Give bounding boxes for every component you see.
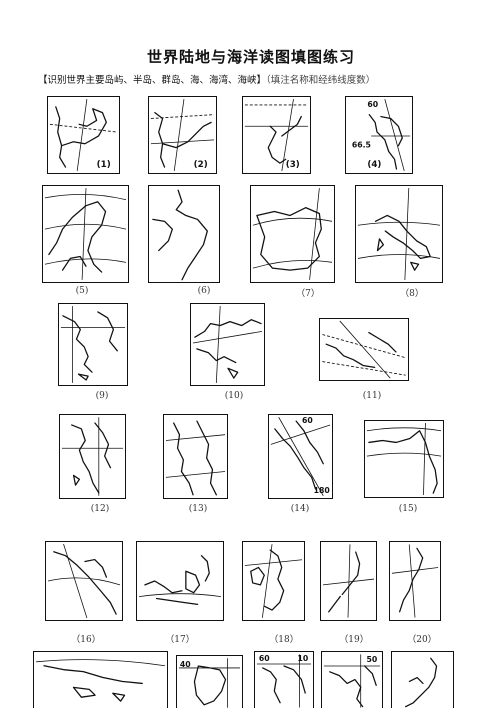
map-outline-15	[366, 422, 442, 496]
map-outline-18	[244, 544, 303, 618]
map-panel-6	[148, 185, 220, 283]
map-panel-21	[33, 651, 168, 708]
map-outline-6	[152, 189, 208, 281]
map-panel-19	[320, 541, 377, 621]
map-4-lat-bottom: 66.5	[352, 141, 371, 150]
map-panel-5	[42, 185, 129, 283]
map-panel-18	[242, 541, 305, 621]
instruction-hint: （填注名称和经纬线度数）	[266, 75, 376, 86]
map-4-lat-top: 60	[367, 100, 378, 109]
map-label-14: (14)	[290, 504, 310, 514]
map-label-18: （18）	[269, 635, 299, 645]
instruction-main: 【识别世界主要岛屿、半岛、群岛、海、海湾、海峡】	[38, 75, 267, 86]
map-outline-22: 40	[178, 658, 241, 708]
map-14-deg-bottom: 180	[314, 486, 331, 495]
map-outline-20	[391, 544, 439, 618]
map-label-13: (13)	[188, 504, 208, 514]
map-outline-4: 60 66.5 (4)	[352, 98, 411, 172]
map-outline-10	[192, 306, 263, 383]
map-outline-12	[61, 417, 124, 496]
map-outline-13	[165, 420, 226, 496]
map-panel-7	[250, 185, 335, 283]
map-label-3: (3)	[286, 160, 300, 170]
map-panel-10	[190, 303, 265, 386]
map-24-deg: 50	[367, 655, 378, 664]
map-label-7: （7）	[296, 289, 320, 299]
map-outline-25	[404, 657, 438, 708]
map-panel-20	[389, 541, 441, 621]
map-label-8: （8）	[400, 289, 424, 299]
map-outline-3: (3)	[244, 99, 309, 171]
map-outline-2: (2)	[150, 99, 215, 171]
map-panel-3: (3)	[242, 96, 311, 174]
map-outline-11	[322, 320, 406, 379]
map-label-15: (15)	[398, 504, 418, 514]
map-outline-9	[60, 306, 126, 383]
map-panel-15	[364, 420, 444, 498]
map-panel-25	[391, 651, 454, 708]
map-panel-13	[163, 414, 228, 499]
map-label-11: (11)	[362, 391, 382, 401]
map-label-1: (1)	[97, 160, 111, 170]
map-label-5: (5)	[75, 286, 89, 296]
map-outline-24: 50	[323, 654, 381, 708]
instruction-text: 【识别世界主要岛屿、半岛、群岛、海、海湾、海峡】（填注名称和经纬线度数）	[38, 72, 375, 86]
map-23-deg-a: 60	[259, 654, 270, 663]
page-title: 世界陆地与海洋读图填图练习	[146, 48, 355, 66]
map-label-19: （19）	[339, 635, 369, 645]
map-panel-24: 50	[321, 651, 383, 708]
map-panel-23: 60 10	[254, 651, 314, 708]
map-panel-22: 40	[176, 655, 243, 708]
map-panel-8	[355, 185, 443, 283]
map-outline-19	[322, 544, 375, 618]
map-panel-4: 60 66.5 (4)	[345, 96, 413, 174]
map-panel-11	[319, 318, 409, 381]
map-label-17: （17）	[165, 635, 195, 645]
map-label-4: (4)	[367, 160, 381, 170]
map-panel-12	[59, 414, 126, 499]
map-14-deg-top: 60	[302, 416, 313, 425]
map-23-deg-b: 10	[298, 654, 309, 663]
map-panel-2: (2)	[148, 96, 217, 174]
map-outline-1: (1)	[49, 98, 118, 172]
map-outline-7	[252, 188, 333, 280]
map-outline-17	[138, 555, 222, 606]
map-label-12: (12)	[90, 504, 110, 514]
map-label-16: （16）	[71, 635, 101, 645]
map-panel-16	[45, 541, 123, 621]
map-panel-1: (1)	[47, 96, 120, 174]
map-panel-14: 60 180	[268, 414, 333, 499]
map-outline-23: 60 10	[256, 654, 312, 708]
map-label-9: (9)	[95, 391, 109, 401]
map-panel-9	[58, 303, 128, 386]
map-outline-5	[44, 188, 127, 280]
map-label-10: (10)	[224, 391, 244, 401]
map-label-20: （20）	[407, 635, 437, 645]
map-label-2: (2)	[194, 160, 208, 170]
map-outline-21	[36, 659, 165, 702]
map-outline-16	[47, 543, 121, 619]
map-outline-14: 60 180	[270, 416, 331, 496]
map-panel-17	[136, 541, 224, 621]
map-outline-8	[357, 188, 441, 280]
map-label-6: (6)	[197, 286, 211, 296]
map-22-deg: 40	[180, 660, 191, 669]
